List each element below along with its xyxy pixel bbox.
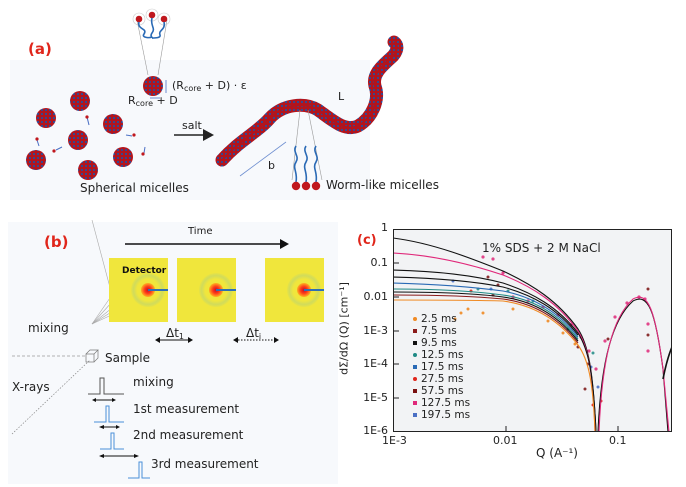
fit-curve-17-5ms [394, 282, 579, 338]
surfactant-zoom-icon [132, 8, 171, 76]
micelle-zoom [143, 76, 163, 96]
xray-dotted-line [11, 359, 91, 435]
legend-marker-icon [413, 341, 417, 345]
panel-a-label: (a) [28, 40, 52, 58]
detector-image-2 [177, 258, 236, 322]
legend-marker-icon [413, 365, 417, 369]
fit-curve-57-5ms [394, 269, 597, 431]
legend-item-2-5ms: 2.5 ms [413, 313, 457, 325]
y-tick-1e-6: 1E-6 [363, 424, 388, 437]
panel-a-background [10, 60, 370, 200]
wormlike-surfactant-icon [291, 145, 321, 191]
detector-image-3 [265, 258, 324, 322]
panel-c-label: (c) [357, 233, 377, 248]
sample-label: Sample [105, 351, 150, 365]
length-label: L [338, 90, 345, 103]
legend-item-9-5ms: 9.5 ms [413, 337, 457, 349]
mixing-label: mixing [28, 321, 69, 335]
legend-item-27-5ms: 27.5 ms [413, 373, 463, 385]
x-tick-0-01: 0.01 [493, 434, 518, 447]
chart-annotation: 1% SDS + 2 M NaCl [482, 241, 601, 255]
y-axis-title: dΣ/dΩ (Q) [cm⁻¹] [337, 282, 351, 375]
measurement-2-pulse-icon [99, 425, 124, 450]
chart-plot-area [393, 229, 672, 432]
legend-marker-icon [413, 317, 417, 321]
y-tick-0-1: 0.1 [370, 256, 389, 269]
radius-dimension-label: Rcore + D [128, 94, 178, 108]
legend-item-197-5ms: 197.5 ms [413, 409, 470, 421]
salt-arrow-head [203, 129, 214, 141]
pulse-label-3rd: 3rd measurement [151, 457, 259, 471]
legend-marker-icon [413, 413, 417, 417]
y-tick-1e-5: 1E-5 [363, 391, 388, 404]
time-arrow-head [280, 239, 289, 249]
legend-item-17-5ms: 17.5 ms [413, 361, 463, 373]
y-tick-1e-4: 1E-4 [363, 357, 388, 370]
epsilon-dimension-label: (Rcore + D) · ε [172, 79, 247, 93]
y-tick-0-01: 0.01 [363, 290, 389, 303]
detector-label: Detector [122, 266, 167, 276]
legend-item-127-5ms: 127.5 ms [413, 397, 470, 409]
panel-b-label: (b) [44, 233, 69, 251]
legend-item-12-5ms: 12.5 ms [413, 349, 463, 361]
y-tick-1e-3: 1E-3 [363, 324, 388, 337]
panel-a-illustration [26, 8, 404, 191]
sample-cube-icon [85, 349, 99, 363]
measurement-1-pulse-icon [92, 398, 124, 423]
xrays-label: X-rays [12, 380, 50, 394]
legend-marker-icon [413, 401, 417, 405]
chart-curves [393, 237, 671, 432]
legend-marker-icon [413, 353, 417, 357]
x-axis-title: Q (A⁻¹) [536, 446, 578, 460]
legend-marker-icon [413, 329, 417, 333]
worm-like-micelle-icon [215, 35, 404, 167]
legend-item-7-5ms: 7.5 ms [413, 325, 457, 337]
x-tick-0-1: 0.1 [609, 434, 627, 447]
fit-curve-27-5ms [394, 276, 579, 336]
legend-item-57-5ms: 57.5 ms [413, 385, 463, 397]
legend-marker-icon [413, 389, 417, 393]
delta-ti-label: Δti [246, 326, 262, 341]
fit-curve-9-5ms [394, 291, 579, 342]
spherical-micelles-icon [26, 91, 146, 180]
fit-curve-2-5ms [394, 299, 596, 431]
detector-image-1: Detector [109, 258, 168, 322]
kuhn-length-label: b [268, 159, 275, 172]
salt-label: salt [182, 119, 202, 132]
measurement-3-pulse-icon [99, 454, 150, 479]
delta-ti-arrow-icon [233, 337, 279, 343]
pulse-label-2nd: 2nd measurement [133, 428, 244, 442]
legend-marker-icon [413, 377, 417, 381]
x-tick-1e-3: 1E-3 [382, 434, 407, 447]
delta-t1-arrow-icon [155, 337, 193, 343]
y-tick-1: 1 [381, 221, 388, 234]
fit-curve-12-5ms [394, 288, 579, 340]
mixing-pulse-icon [88, 377, 124, 395]
pulse-label-1st: 1st measurement [133, 402, 240, 416]
spherical-micelles-label: Spherical micelles [80, 181, 189, 195]
fit-curve-7-5ms [394, 294, 579, 344]
time-label: Time [188, 226, 213, 237]
pulse-label-mixing: mixing [133, 375, 174, 389]
worm-like-micelles-label: Worm-like micelles [326, 178, 439, 192]
delta-t1-label: Δt1 [166, 326, 185, 341]
